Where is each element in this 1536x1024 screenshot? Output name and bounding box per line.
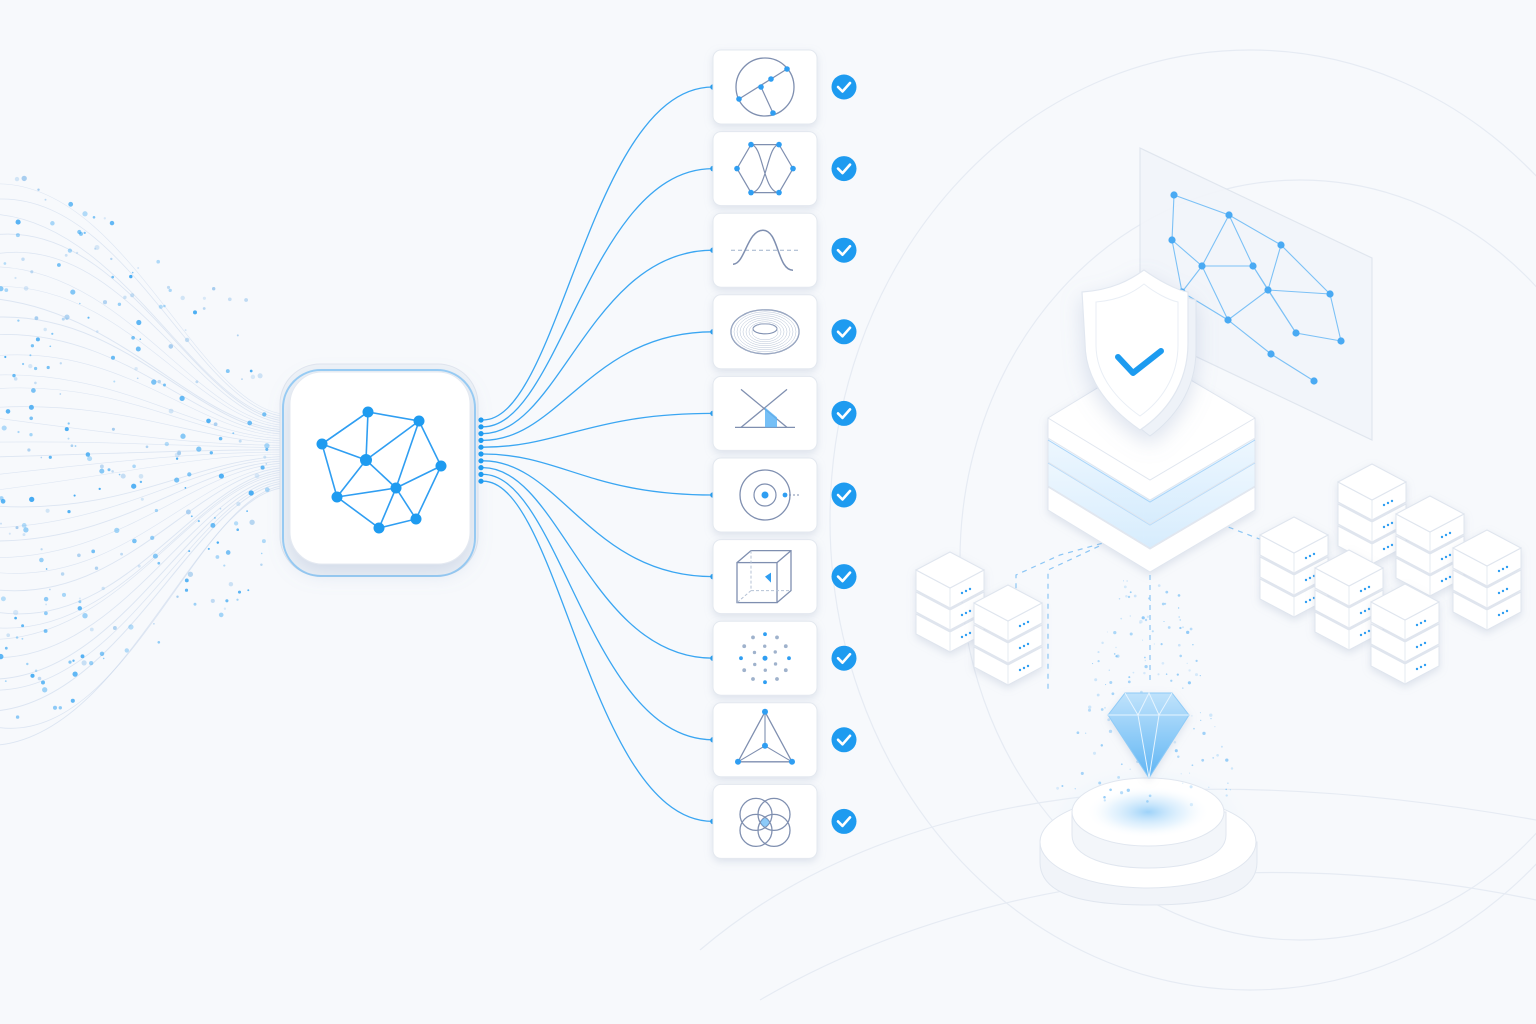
server-stack-icon (914, 551, 986, 653)
module-card[interactable] (712, 375, 818, 451)
dot-ring-icon (739, 632, 791, 685)
module-card[interactable] (712, 131, 818, 207)
wireframe-cube-icon (736, 549, 792, 604)
sine-wave-icon (731, 229, 799, 271)
server-stack-icon (1394, 495, 1466, 597)
network-graph-nodes (316, 406, 447, 534)
connector-line (482, 412, 714, 448)
server-stack-icon (972, 584, 1044, 686)
check-badge-icon (831, 645, 857, 671)
check-badge-icon (831, 74, 857, 100)
connector-line (482, 453, 714, 496)
diamond-icon (1107, 691, 1190, 779)
connector-line (482, 86, 714, 421)
torus-icon (730, 309, 800, 355)
shield-check-icon (1081, 269, 1197, 437)
server-stack-icon (1369, 583, 1441, 685)
module-card[interactable] (712, 49, 818, 125)
connector-lines (482, 84, 716, 825)
server-cluster (914, 463, 1523, 686)
target-circle-icon (739, 469, 801, 521)
check-badge-icon (831, 564, 857, 590)
gem-pedestal (1038, 580, 1258, 906)
module-card[interactable] (712, 783, 818, 859)
module-card[interactable] (712, 457, 818, 533)
gem-sparkles (1056, 580, 1234, 807)
wave-lattice-icon (734, 141, 796, 196)
connector-line (482, 480, 714, 823)
triangle-icon (735, 708, 795, 765)
data-particle-stream (0, 175, 291, 746)
module-card[interactable] (712, 620, 818, 696)
connector-line (482, 460, 714, 578)
module-card[interactable] (712, 294, 818, 370)
server-stack-icon (1451, 529, 1523, 631)
circle-chord-icon (735, 57, 795, 117)
check-badge-icon (831, 400, 857, 426)
constellation-graph-nodes (1168, 191, 1345, 385)
module-card[interactable] (712, 212, 818, 288)
network-graph-icon (321, 411, 442, 529)
check-badge-icon (831, 727, 857, 753)
module-list (712, 49, 857, 859)
connector-line (482, 167, 714, 428)
server-stack-icon (1313, 549, 1385, 651)
constellation-panel (1139, 147, 1373, 441)
module-card[interactable] (712, 702, 818, 778)
crossing-lines-icon (735, 388, 795, 429)
venn-circles-icon (739, 797, 791, 848)
hub-ports (478, 417, 484, 484)
connector-line (482, 466, 714, 659)
check-badge-icon (831, 482, 857, 508)
check-badge-icon (831, 156, 857, 182)
server-stack-icon (1258, 516, 1330, 618)
check-badge-icon (831, 808, 857, 834)
connector-line (482, 331, 714, 442)
connector-line (482, 249, 714, 435)
module-card[interactable] (712, 539, 818, 615)
hub-node[interactable] (279, 363, 484, 577)
check-badge-icon (831, 237, 857, 263)
connector-line (482, 473, 714, 741)
check-badge-icon (831, 319, 857, 345)
